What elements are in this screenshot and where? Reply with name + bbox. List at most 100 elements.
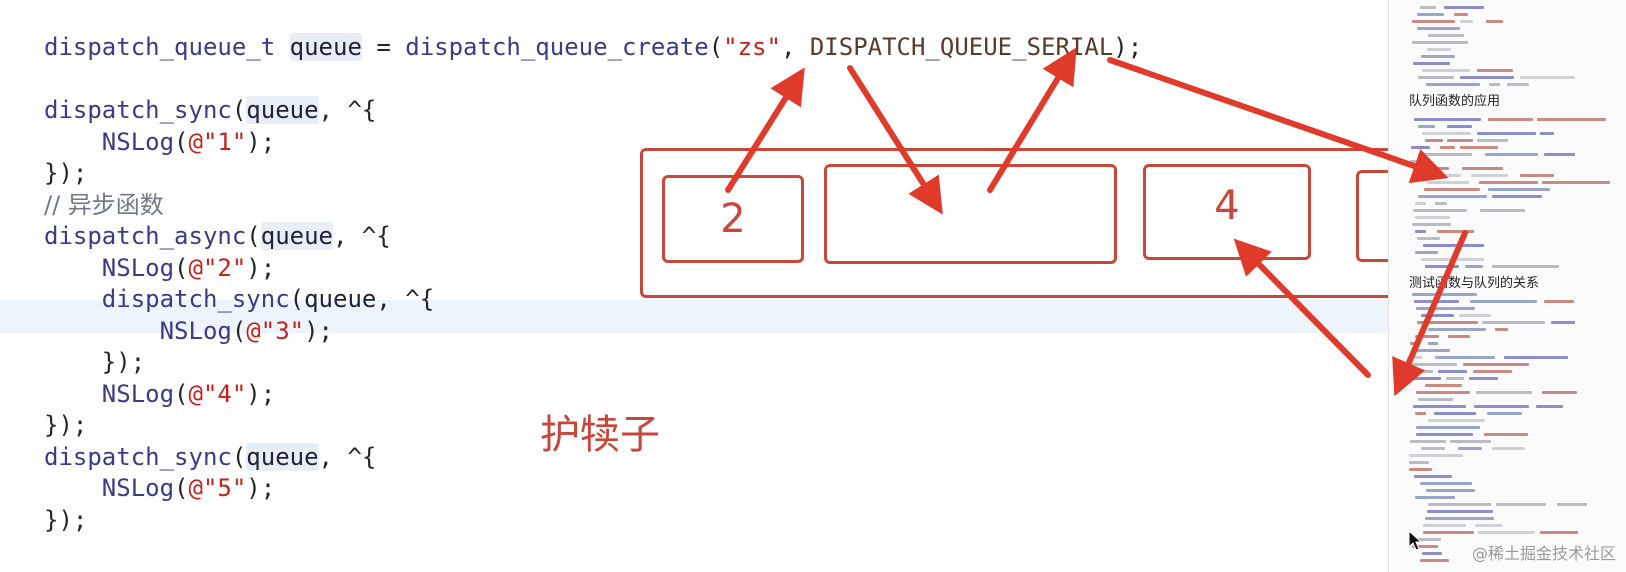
code-token: , ^{ bbox=[333, 222, 391, 250]
code-token: @"5" bbox=[188, 474, 247, 502]
watermark: @稀土掘金技术社区 bbox=[1471, 544, 1616, 563]
minimap-line bbox=[1476, 391, 1532, 394]
minimap-line bbox=[1542, 391, 1577, 394]
code-line: dispatch_sync(queue, ^{ bbox=[44, 440, 376, 474]
code-line: NSLog(@"4"); bbox=[44, 377, 275, 411]
minimap-line bbox=[1411, 146, 1430, 149]
code-token: DISPATCH_QUEUE_SERIAL bbox=[809, 33, 1114, 61]
minimap-line bbox=[1413, 405, 1466, 408]
minimap-line bbox=[1427, 48, 1451, 51]
minimap-line bbox=[1469, 377, 1498, 380]
code-line: dispatch_sync(queue, ^{ bbox=[44, 93, 376, 127]
minimap-line bbox=[1444, 6, 1484, 9]
code-token: @"1" bbox=[188, 127, 247, 156]
minimap-line bbox=[1487, 412, 1522, 415]
minimap-line bbox=[1410, 440, 1446, 443]
minimap-heading-2: 测试函数与队列的关系 bbox=[1409, 276, 1540, 291]
code-token: ); bbox=[246, 379, 276, 408]
code-token: ( bbox=[174, 379, 189, 408]
code-token bbox=[44, 380, 102, 408]
minimap-line bbox=[1428, 419, 1485, 422]
code-token: NSLog bbox=[101, 379, 175, 408]
code-token: ( bbox=[231, 96, 247, 124]
minimap-line bbox=[1415, 335, 1439, 338]
queue-cell-2: 2 bbox=[662, 175, 804, 263]
code-token: queue bbox=[246, 442, 319, 471]
queue-cell-label: 4 bbox=[1214, 183, 1240, 229]
minimap-line bbox=[1418, 195, 1487, 198]
minimap-line bbox=[1412, 356, 1422, 359]
minimap-line bbox=[1460, 146, 1498, 149]
code-token: = bbox=[361, 33, 406, 61]
code-token bbox=[44, 317, 160, 345]
minimap-line bbox=[1557, 503, 1587, 506]
code-token: ); bbox=[1113, 33, 1143, 61]
minimap-line bbox=[1420, 559, 1449, 562]
code-token: ( bbox=[231, 316, 247, 345]
minimap-line bbox=[1409, 461, 1429, 464]
minimap-line bbox=[1416, 538, 1441, 541]
queue-cell-label: 2 bbox=[720, 196, 746, 242]
minimap-line bbox=[1414, 300, 1459, 303]
minimap-line bbox=[1470, 300, 1537, 303]
minimap-line bbox=[1454, 13, 1468, 16]
minimap-line bbox=[1484, 433, 1528, 436]
code-line: dispatch_sync(queue, ^{ bbox=[44, 282, 434, 316]
minimap-line bbox=[1421, 258, 1484, 261]
minimap-line bbox=[1410, 342, 1420, 345]
minimap-line bbox=[1537, 118, 1606, 121]
minimap-line bbox=[1520, 174, 1554, 177]
minimap-line bbox=[1492, 447, 1525, 450]
code-token: }); bbox=[44, 411, 88, 439]
code-line: NSLog(@"1"); bbox=[44, 125, 275, 159]
minimap-line bbox=[1542, 181, 1610, 184]
code-token: ( bbox=[246, 222, 261, 250]
minimap-line bbox=[1477, 132, 1536, 135]
minimap-line bbox=[1447, 139, 1473, 142]
code-token: }); bbox=[44, 505, 88, 534]
minimap-line bbox=[1460, 76, 1514, 79]
minimap-line bbox=[1415, 202, 1426, 205]
code-token: dispatch_sync bbox=[44, 442, 232, 471]
minimap-line bbox=[1421, 447, 1445, 450]
minimap-line bbox=[1475, 524, 1502, 527]
code-token bbox=[44, 474, 102, 502]
minimap[interactable]: 队列函数的应用 测试函数与队列的关系 bbox=[1388, 0, 1626, 572]
code-token: ( bbox=[289, 285, 305, 313]
minimap-line bbox=[1459, 314, 1491, 317]
minimap-line bbox=[1460, 20, 1473, 23]
minimap-line bbox=[1418, 125, 1435, 128]
minimap-line bbox=[1415, 230, 1426, 233]
code-token: NSLog bbox=[159, 316, 232, 345]
minimap-line bbox=[1416, 391, 1470, 394]
minimap-line bbox=[1479, 181, 1538, 184]
minimap-line bbox=[1465, 265, 1483, 268]
code-token bbox=[275, 33, 289, 61]
minimap-line bbox=[1416, 307, 1475, 310]
minimap-line bbox=[1428, 503, 1491, 506]
code-token: , ^{ bbox=[318, 96, 377, 124]
minimap-line bbox=[1413, 62, 1450, 65]
minimap-line bbox=[1417, 167, 1449, 170]
minimap-line bbox=[1462, 167, 1503, 170]
minimap-line bbox=[1413, 209, 1467, 212]
minimap-line bbox=[1488, 118, 1533, 121]
minimap-line bbox=[1415, 496, 1455, 499]
code-token: queue bbox=[289, 33, 362, 61]
minimap-line bbox=[1496, 503, 1546, 506]
code-token: queue bbox=[304, 285, 377, 313]
note-text: 护犊子 bbox=[540, 412, 660, 458]
code-token: NSLog bbox=[101, 253, 175, 282]
minimap-line bbox=[1420, 6, 1436, 9]
minimap-line bbox=[1551, 321, 1575, 324]
minimap-line bbox=[1417, 27, 1460, 30]
minimap-line bbox=[1482, 321, 1545, 324]
minimap-line bbox=[1435, 356, 1495, 359]
code-token: queue bbox=[260, 222, 333, 250]
minimap-line bbox=[1477, 69, 1513, 72]
minimap-line bbox=[1428, 342, 1438, 345]
minimap-line bbox=[1418, 153, 1472, 156]
code-token: dispatch_queue_t bbox=[44, 33, 276, 61]
minimap-line bbox=[1416, 426, 1480, 429]
minimap-line bbox=[1423, 244, 1484, 247]
